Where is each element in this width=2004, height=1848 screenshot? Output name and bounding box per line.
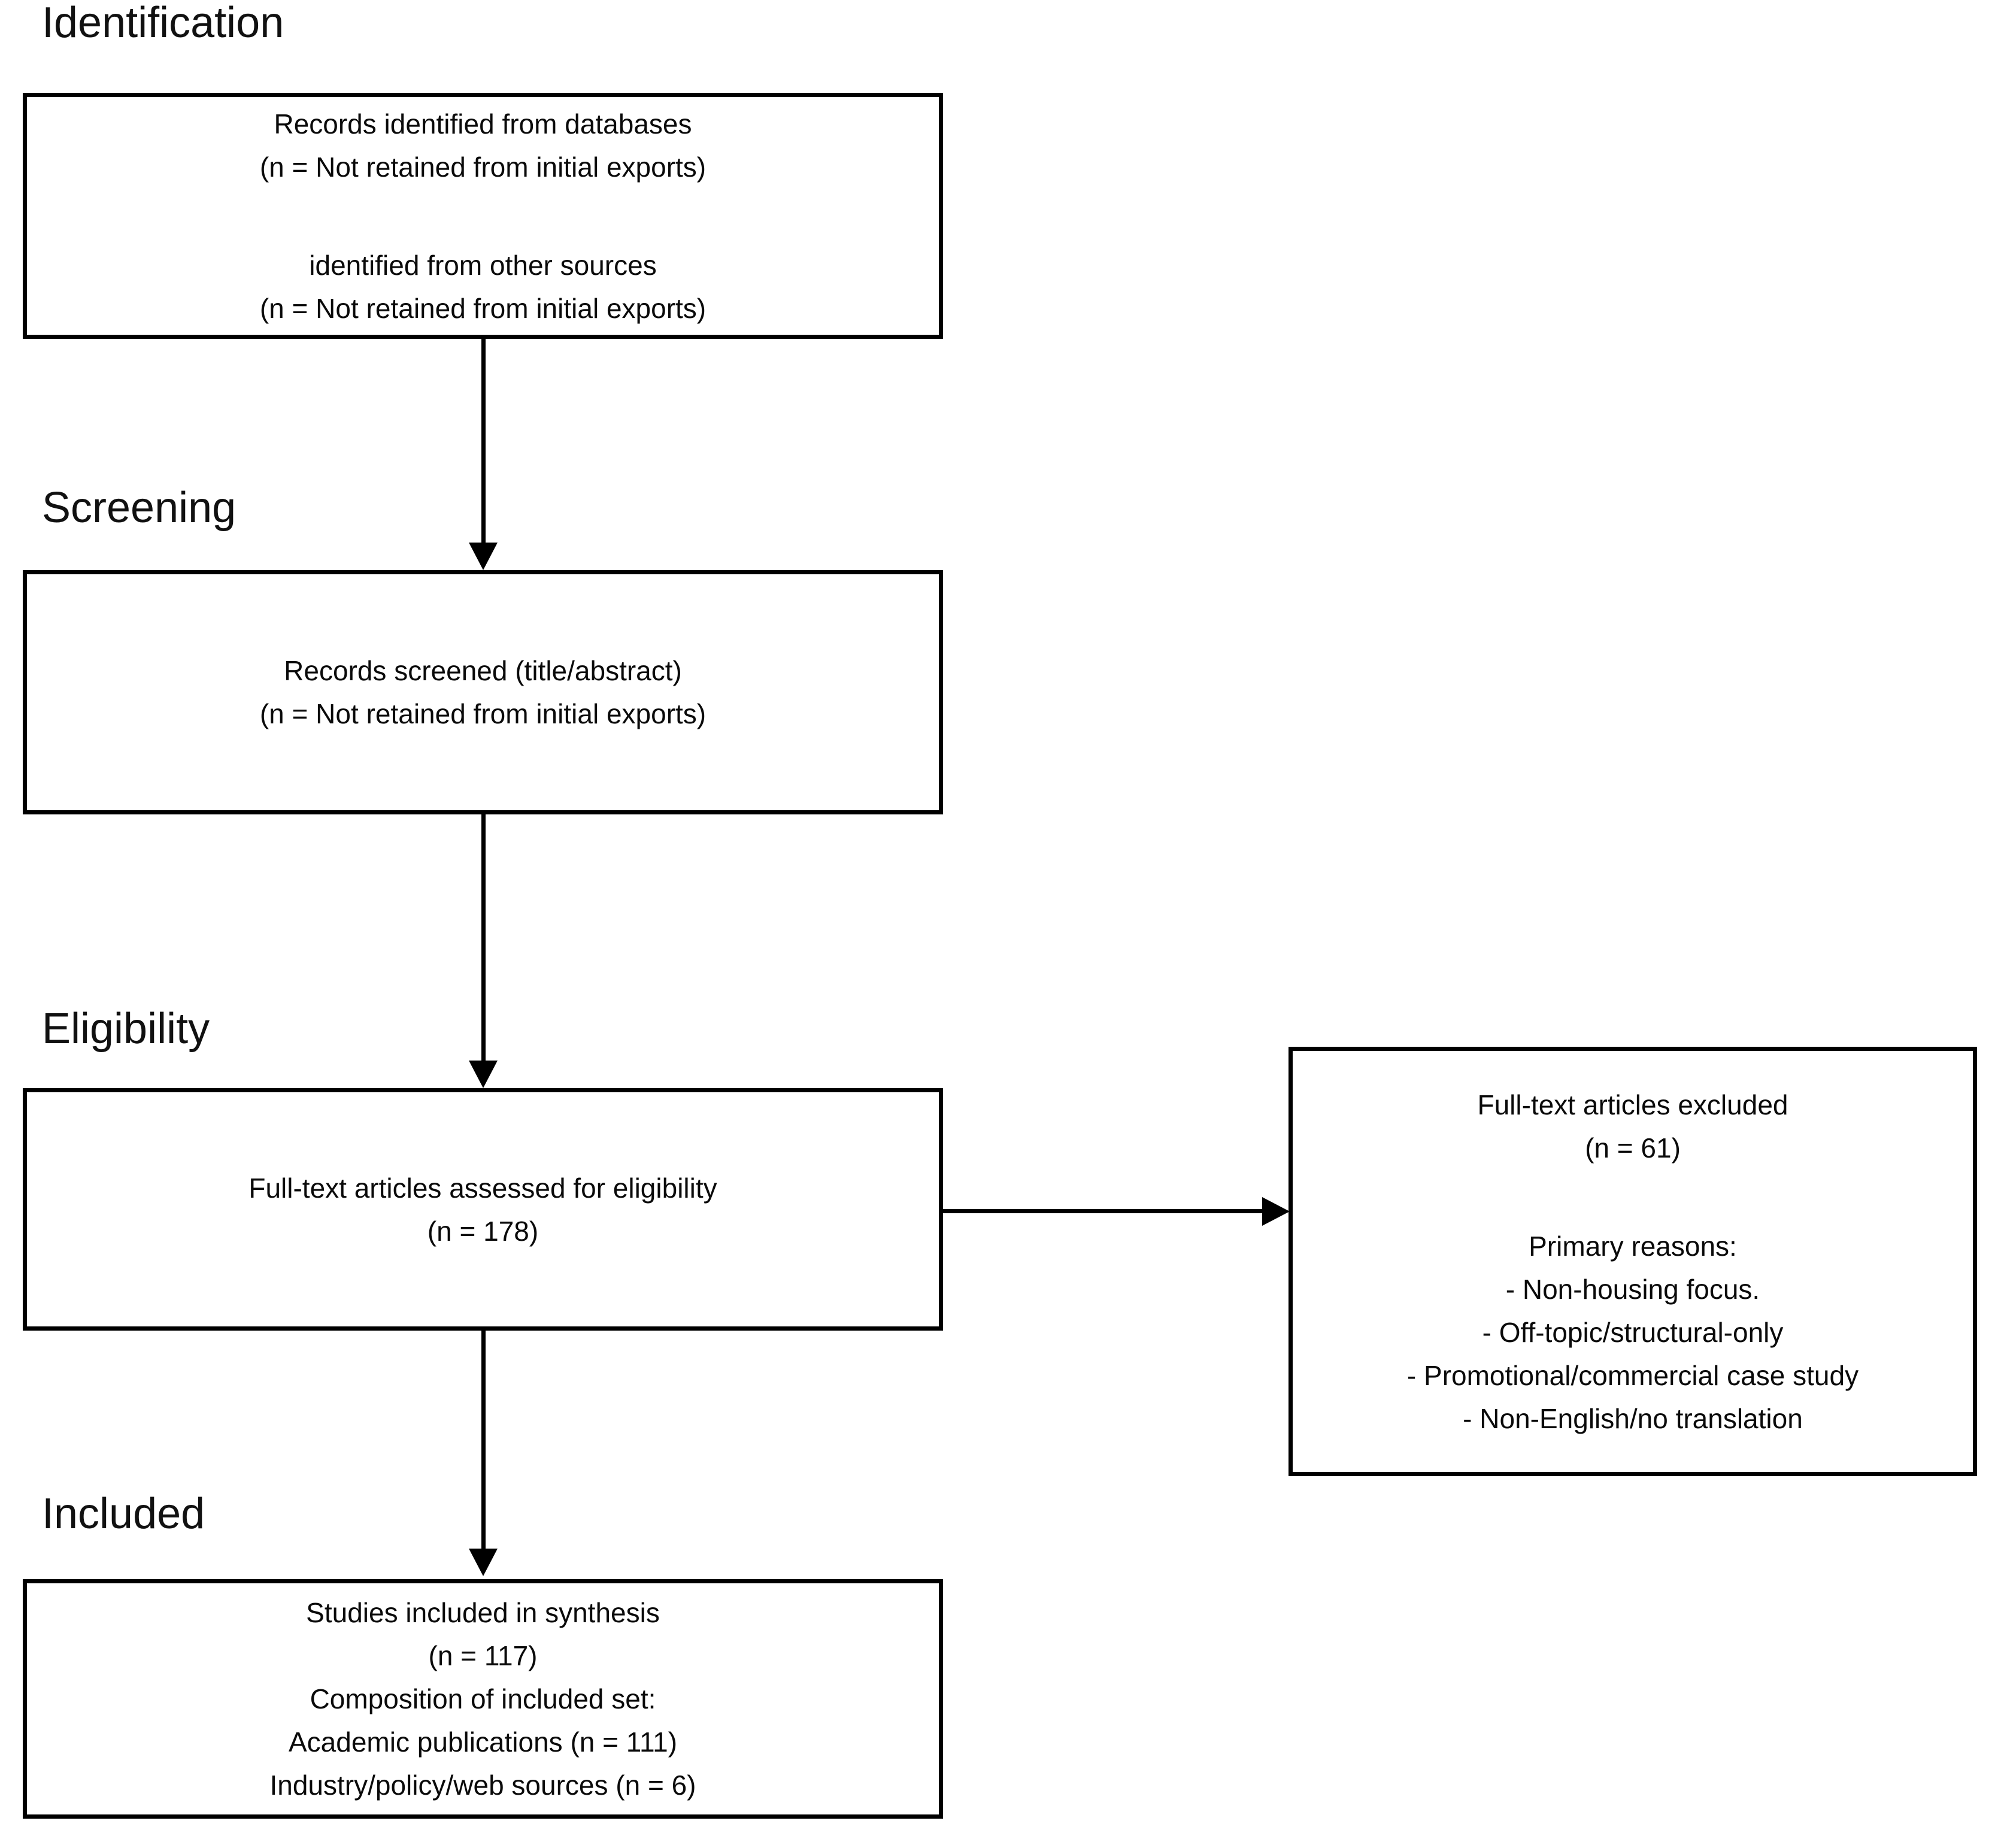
stage-label-identification: Identification (42, 0, 284, 47)
box-excluded-line-4: - Non-housing focus. (1505, 1273, 1760, 1305)
box-screening: Records screened (title/abstract) (n = N… (23, 570, 943, 814)
connector-eligibility-to-excluded-arrowhead (1262, 1197, 1290, 1226)
box-identification-line-1: Records identified from databases (274, 108, 692, 140)
box-included-line-1: Studies included in synthesis (306, 1597, 660, 1628)
connector-screening-to-eligibility-arrowhead (469, 1061, 498, 1088)
box-excluded: Full-text articles excluded (n = 61) Pri… (1288, 1047, 1977, 1476)
box-excluded-line-7: - Non-English/no translation (1463, 1402, 1803, 1434)
stage-label-eligibility: Eligibility (42, 1005, 210, 1053)
connector-identification-to-screening-arrowhead (469, 543, 498, 570)
box-included-line-3: Composition of included set: (310, 1683, 656, 1714)
box-included: Studies included in synthesis (n = 117) … (23, 1579, 943, 1819)
box-eligibility-line-1: Full-text articles assessed for eligibil… (248, 1172, 717, 1204)
box-identification-line-4: (n = Not retained from initial exports) (259, 292, 707, 324)
box-screening-line-1: Records screened (title/abstract) (284, 655, 682, 686)
box-excluded-line-6: - Promotional/commercial case study (1406, 1359, 1859, 1391)
stage-label-screening: Screening (42, 484, 237, 532)
box-eligibility-line-2: (n = 178) (427, 1215, 539, 1247)
connector-eligibility-to-included-arrowhead (469, 1549, 498, 1576)
box-identification-line-3: identified from other sources (309, 249, 657, 281)
box-excluded-line-2: (n = 61) (1585, 1132, 1681, 1164)
box-excluded-line-5: - Off-topic/structural-only (1482, 1316, 1784, 1348)
box-identification-line-2: (n = Not retained from initial exports) (259, 151, 707, 183)
box-eligibility: Full-text articles assessed for eligibil… (23, 1088, 943, 1331)
stage-label-included: Included (42, 1490, 205, 1538)
connector-eligibility-to-excluded-line (943, 1209, 1266, 1213)
box-excluded-line-3: Primary reasons: (1529, 1230, 1737, 1262)
connector-identification-to-screening-line (481, 339, 486, 547)
box-included-line-2: (n = 117) (428, 1640, 538, 1671)
connector-eligibility-to-included-line (481, 1331, 486, 1553)
box-included-line-5: Industry/policy/web sources (n = 6) (269, 1770, 696, 1801)
box-screening-line-2: (n = Not retained from initial exports) (259, 698, 707, 729)
box-identification: Records identified from databases (n = N… (23, 93, 943, 339)
box-excluded-line-1: Full-text articles excluded (1477, 1089, 1788, 1120)
connector-screening-to-eligibility-line (481, 814, 486, 1065)
box-included-line-4: Academic publications (n = 111) (288, 1726, 678, 1758)
